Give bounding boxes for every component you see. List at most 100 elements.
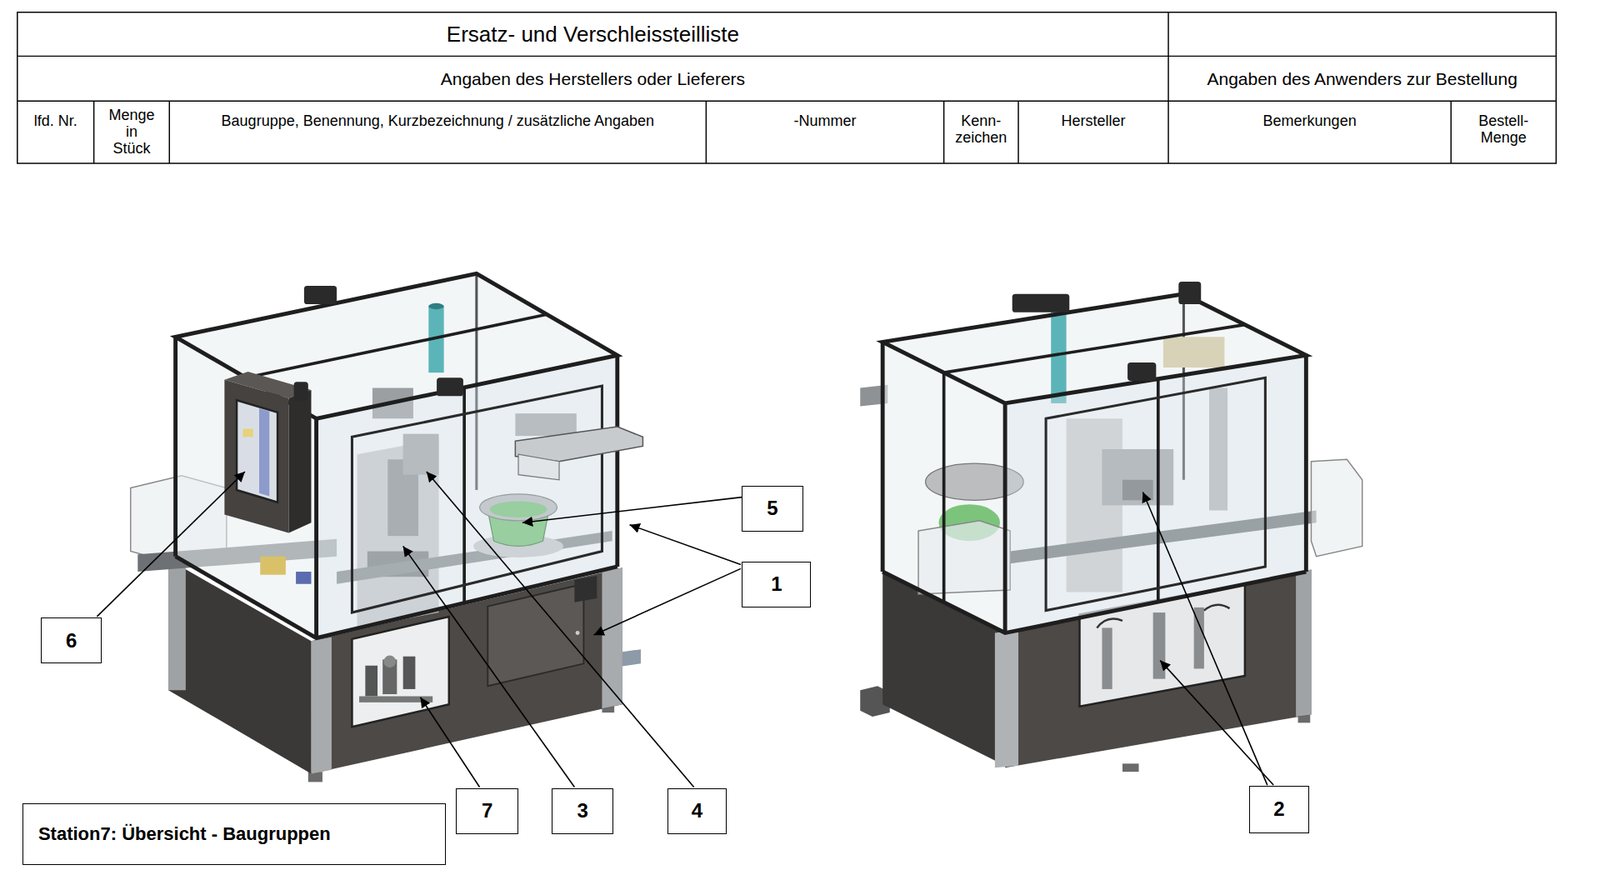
frame-top — [882, 294, 1306, 404]
front-glass — [316, 355, 618, 638]
table-header-cell-area: Baugruppe, Benennung, Kurzbezeichnung / … — [169, 100, 706, 164]
leader-line — [426, 471, 695, 788]
cabinet-window — [236, 400, 278, 503]
table-header-cell: Angaben des Herstellers oder Lieferers — [440, 69, 745, 89]
table-header-cell: Hersteller — [1061, 113, 1126, 130]
parts-box — [1310, 459, 1362, 556]
frame-bottom — [882, 571, 1306, 634]
callout-number: 7 — [481, 800, 493, 822]
leader-line — [522, 497, 742, 524]
cable — [1204, 605, 1230, 611]
table-rule — [943, 100, 945, 164]
machine-rear-view — [860, 281, 1362, 772]
table-grid — [17, 12, 1557, 164]
table-rule — [169, 100, 170, 164]
view-title: Station7: Übersicht - Baugruppen — [38, 824, 331, 845]
signal-light — [1127, 362, 1156, 381]
door-frame — [1045, 377, 1265, 610]
callout-box: 3 — [551, 788, 613, 835]
yellow-part — [260, 556, 286, 575]
callout-number: 5 — [766, 497, 778, 520]
table-header-cell-area: Bestell- Menge — [1450, 100, 1556, 164]
table-title: Ersatz- und Verschleissteilliste — [446, 22, 740, 47]
frame-post — [173, 336, 178, 556]
table-header-cell-area: Menge in Stück — [94, 100, 170, 164]
panel-lock — [575, 630, 580, 635]
table-rule — [1167, 12, 1169, 164]
control-cabinet — [224, 380, 289, 534]
base-pillar — [310, 636, 331, 774]
base-pillar — [1295, 570, 1311, 717]
leader-lines — [96, 471, 1274, 788]
callout-box: 5 — [741, 485, 803, 532]
machine-front-view — [130, 273, 644, 782]
view-title-box: Station7: Übersicht - Baugruppen — [22, 803, 446, 865]
frame-rail — [245, 314, 547, 378]
tray-box — [518, 454, 560, 480]
output-tray — [515, 426, 643, 462]
table-border — [17, 12, 1557, 164]
cabinet-part — [242, 429, 253, 438]
frame-bottom — [175, 556, 618, 639]
callout-number: 1 — [770, 573, 782, 595]
frame-post — [942, 372, 946, 603]
cabinet-side — [289, 390, 312, 534]
base-pillar — [995, 630, 1019, 768]
table-header-cell: Menge in Stück — [105, 107, 159, 157]
signal-light — [1012, 294, 1070, 313]
pneumatic-gauge — [383, 655, 396, 668]
callout-number: 6 — [65, 630, 77, 652]
back-glass — [882, 294, 1306, 634]
parts-box — [918, 520, 1010, 595]
door-frame — [351, 385, 602, 613]
blue-part — [295, 571, 311, 585]
table-header-cell: Bestell- Menge — [1465, 113, 1541, 147]
cabinet-display — [259, 408, 270, 496]
machine-foot — [308, 771, 323, 782]
signal-light — [294, 381, 309, 400]
frame-post — [1156, 380, 1160, 603]
frame-post — [1003, 403, 1008, 634]
leader-line — [1142, 491, 1267, 785]
callout-number: 4 — [691, 800, 703, 822]
callout-box: 2 — [1249, 785, 1310, 833]
callout-box: 4 — [667, 788, 727, 835]
signal-light — [304, 285, 337, 305]
signal-light — [1178, 281, 1201, 305]
frame-post — [880, 341, 885, 572]
table-header-cell: -Nummer — [793, 113, 856, 130]
callout-number: 2 — [1273, 798, 1285, 820]
base-pillar — [601, 567, 622, 709]
leader-line — [1160, 660, 1274, 785]
frame-post — [314, 418, 319, 638]
signal-light — [436, 377, 464, 396]
table-header-cell-area: Angaben des Herstellers oder Lieferers — [17, 55, 1169, 101]
upper-unit — [1163, 336, 1225, 368]
frame-post — [1304, 355, 1309, 572]
callout-box: 6 — [40, 617, 102, 664]
column-cap — [428, 303, 444, 310]
frame-rail — [944, 325, 1245, 374]
lift-axis — [1153, 612, 1166, 680]
frame-post — [462, 388, 466, 604]
table-header-cell: Angaben des Anwenders zur Bestellung — [1206, 69, 1517, 89]
table-header-cell-area: lfd. Nr. — [17, 100, 95, 164]
table-header-cell: lfd. Nr. — [34, 113, 78, 130]
table-header-cell-area: Angaben des Anwenders zur Bestellung — [1168, 55, 1556, 101]
pneumatic-unit — [365, 665, 378, 697]
table-header-cell: Baugruppe, Benennung, Kurzbezeichnung / … — [221, 113, 655, 130]
table-rule — [93, 100, 95, 164]
table-header-cell: Kenn- zeichen — [950, 113, 1011, 147]
machine-foot — [1122, 763, 1140, 772]
leader-line — [403, 545, 575, 787]
base-window — [351, 616, 449, 727]
table-header-cell-area: Hersteller — [1018, 100, 1169, 164]
pneumatic-unit — [403, 656, 416, 690]
callout-box: 1 — [741, 561, 811, 608]
leader-line — [420, 697, 480, 788]
table-rule — [1017, 100, 1019, 164]
callout-box: 7 — [455, 788, 519, 835]
leader-line — [96, 471, 245, 617]
frame-post — [615, 355, 620, 567]
